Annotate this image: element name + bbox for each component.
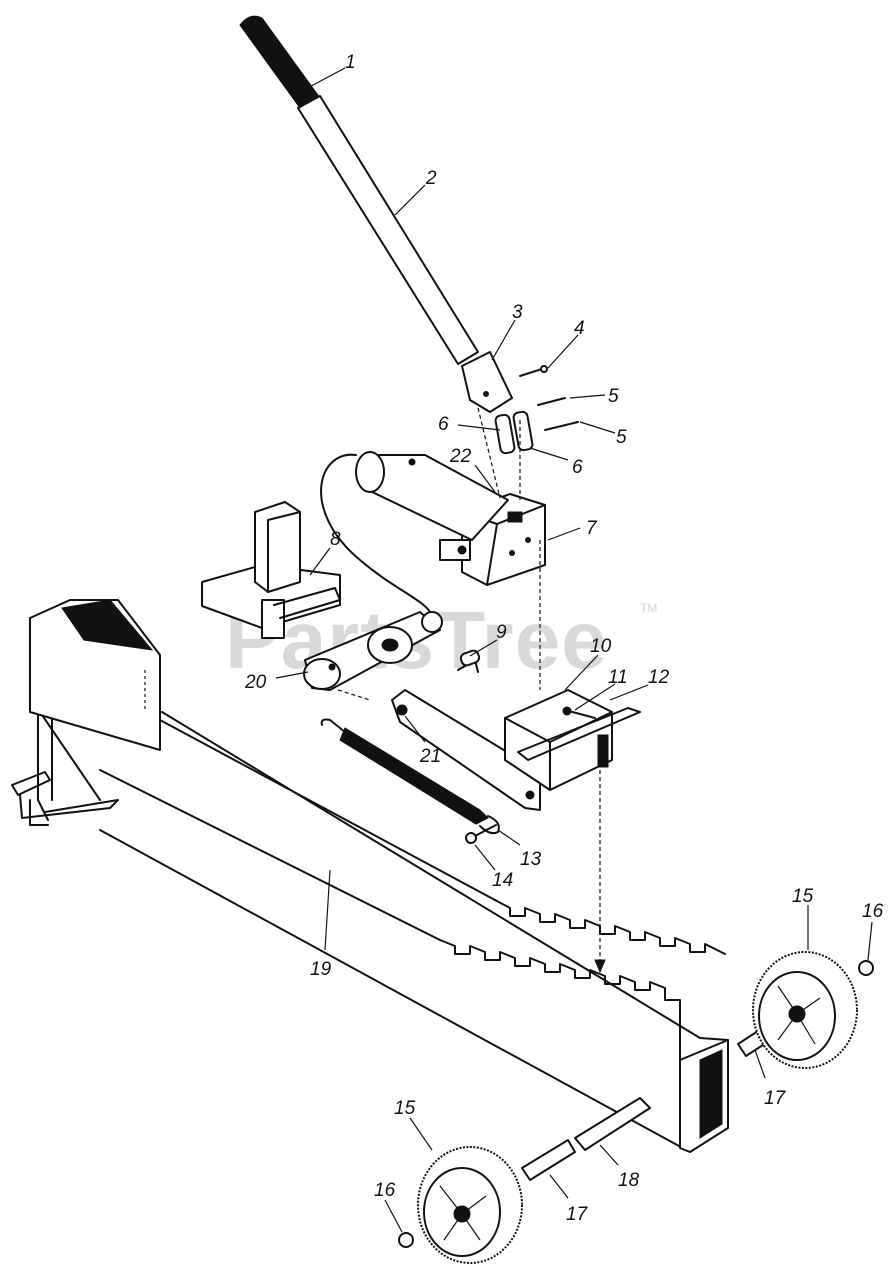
callout-labels: 1 2 3 4 5 5 6 6 7 8 9 10 11 12 13 14 15 … <box>244 52 884 1225</box>
part-11-bolt <box>562 706 596 719</box>
callout-leaders <box>275 67 873 1233</box>
part-21-lever-bar <box>391 659 541 811</box>
part-1-handle-grip <box>239 15 321 110</box>
callout-14: 14 <box>492 870 513 891</box>
assembly-guide-lines <box>337 407 606 974</box>
callout-6-right: 6 <box>572 457 583 478</box>
part-6-links <box>494 410 534 455</box>
callout-17-front: 17 <box>566 1204 589 1225</box>
callout-15-front: 15 <box>394 1098 416 1119</box>
callout-15-rear: 15 <box>792 886 814 907</box>
callout-5-upper: 5 <box>608 386 619 407</box>
callout-11: 11 <box>608 667 628 688</box>
watermark-trademark: TM <box>640 601 657 615</box>
part-5-pins <box>537 397 579 431</box>
callout-18: 18 <box>618 1170 640 1191</box>
callout-16-rear: 16 <box>862 901 884 922</box>
callout-6-left: 6 <box>438 414 449 435</box>
part-22-cylinder <box>320 451 509 616</box>
callout-21: 21 <box>419 746 441 767</box>
part-4-pin <box>519 365 548 377</box>
part-12-release-handle <box>517 707 641 761</box>
callout-17-rear: 17 <box>764 1088 787 1109</box>
part-15-wheel-front <box>417 1146 523 1264</box>
part-2-handle-tube <box>297 95 479 365</box>
callout-19: 19 <box>310 959 332 980</box>
callout-22: 22 <box>449 446 472 467</box>
part-16-nut-front <box>398 1232 414 1248</box>
callout-10: 10 <box>590 636 612 657</box>
part-9-pivot-pin <box>459 649 481 667</box>
part-14-bolt <box>465 824 497 844</box>
callout-3: 3 <box>512 302 523 323</box>
part-8-block-holder <box>201 501 341 639</box>
wedge-head <box>29 599 161 751</box>
callout-5-lower: 5 <box>616 427 627 448</box>
callout-4: 4 <box>574 318 585 339</box>
callout-1: 1 <box>345 52 356 73</box>
callout-7: 7 <box>586 518 598 539</box>
callout-13: 13 <box>520 849 542 870</box>
part-3-handle-socket <box>461 351 513 413</box>
callout-8: 8 <box>330 529 341 550</box>
callout-2: 2 <box>425 168 437 189</box>
part-19-beam <box>11 711 729 1153</box>
part-20-link-plate <box>303 611 443 691</box>
callout-16-front: 16 <box>374 1180 396 1201</box>
callout-20: 20 <box>244 672 267 693</box>
callout-12: 12 <box>648 667 670 688</box>
part-15-wheel-rear <box>752 951 858 1069</box>
part-17-bushing-front <box>521 1139 576 1181</box>
callout-9: 9 <box>496 622 507 643</box>
part-16-nut-rear <box>858 960 874 976</box>
part-18-axle <box>574 1097 651 1151</box>
